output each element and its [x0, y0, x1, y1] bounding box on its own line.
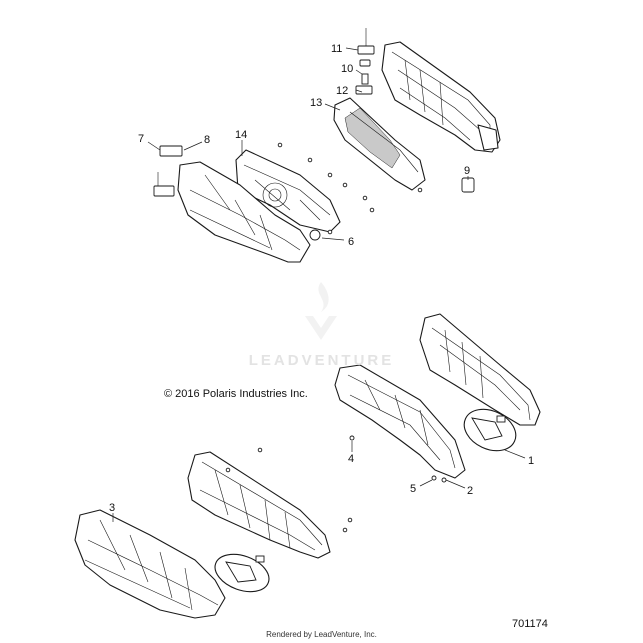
- lower-door-frame: [419, 313, 541, 426]
- watermark-logo: [305, 282, 337, 340]
- callout-5: 5: [410, 479, 433, 495]
- callout-label: 14: [235, 129, 247, 141]
- callout-label: 6: [348, 236, 354, 248]
- callout-label: 8: [204, 134, 210, 146]
- upper-door-frame: [381, 41, 501, 153]
- rendered-by-credit: Rendered by LeadVenture, Inc.: [266, 630, 377, 639]
- callout-label: 4: [348, 453, 354, 465]
- lower-hardware: [225, 435, 447, 533]
- callout-3: 3: [109, 502, 115, 522]
- callout-12: 12: [336, 85, 363, 97]
- callout-label: 10: [341, 63, 353, 75]
- callout-label: 2: [467, 485, 473, 497]
- callout-14: 14: [235, 129, 247, 156]
- callout-label: 12: [336, 85, 348, 97]
- latch-assembly: [463, 408, 517, 452]
- callout-11: 11: [331, 43, 359, 55]
- callout-2: 2: [445, 479, 473, 497]
- callout-label: 7: [138, 133, 144, 145]
- callout-4: 4: [348, 441, 354, 465]
- watermark-text: LEADVENTURE: [248, 352, 395, 369]
- callout-label: 1: [528, 455, 534, 467]
- copyright-notice: © 2016 Polaris Industries Inc.: [164, 388, 308, 400]
- callout-8: 8: [183, 134, 210, 151]
- callout-10: 10: [341, 63, 363, 75]
- upper-inner-panel: [333, 97, 426, 191]
- lower-inner-frame: [334, 364, 466, 479]
- lower-outer-door-panel: [74, 509, 226, 619]
- callout-label: 5: [410, 483, 416, 495]
- upper-hinge-hardware: [153, 28, 475, 241]
- callout-6: 6: [321, 236, 354, 248]
- callout-13: 13: [310, 97, 341, 111]
- callout-label: 3: [109, 502, 115, 514]
- figure-number: 701174: [512, 618, 548, 630]
- lower-latch-assembly: [214, 553, 270, 593]
- callout-9: 9: [464, 165, 470, 180]
- callout-label: 13: [310, 97, 322, 109]
- callout-label: 9: [464, 165, 470, 177]
- upper-outer-door-panel: [177, 161, 311, 263]
- callout-7: 7: [138, 133, 161, 151]
- callout-label: 11: [331, 43, 342, 55]
- lower-mid-frame: [187, 451, 331, 559]
- callout-1: 1: [504, 449, 534, 467]
